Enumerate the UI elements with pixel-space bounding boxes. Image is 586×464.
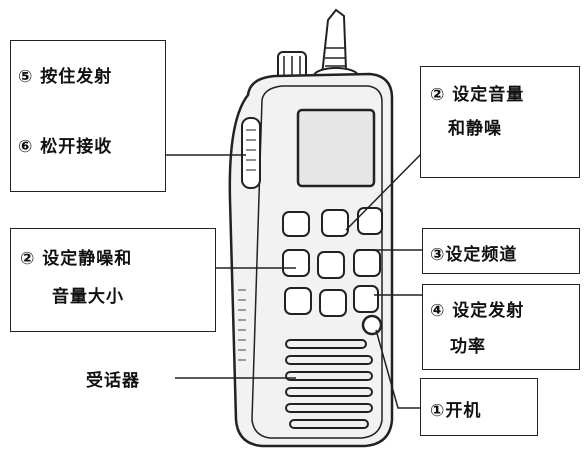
- antenna: [313, 8, 359, 85]
- callout-tx-power: [422, 284, 580, 370]
- callout-squelch-volume-left: [10, 228, 216, 332]
- label-receiver: 受话器: [86, 371, 140, 391]
- label-set-volume-squelch: ② 设定音量: [430, 85, 525, 105]
- leader-lines: [166, 144, 431, 409]
- speaker-grill: [285, 339, 373, 429]
- label-set-tx-power-2: 功率: [450, 337, 486, 357]
- label-set-tx-power: ④ 设定发射: [430, 301, 525, 321]
- ptt-button: [241, 117, 261, 189]
- side-grill: [238, 289, 246, 361]
- callout-ptt: [10, 40, 166, 192]
- power-button: [361, 314, 383, 336]
- keypad: [282, 207, 383, 317]
- label-power-on: ①开机: [430, 401, 482, 421]
- callout-volume-squelch-right: [420, 66, 580, 178]
- label-set-squelch-volume-2: 音量大小: [52, 287, 124, 307]
- lcd-screen: [296, 108, 376, 188]
- callout-channel: [422, 228, 580, 274]
- label-set-volume-squelch-2: 和静噪: [448, 119, 502, 139]
- volume-knob: [277, 51, 307, 81]
- label-set-squelch-volume: ② 设定静噪和: [20, 249, 133, 269]
- label-press-transmit: ⑤ 按住发射: [18, 67, 113, 87]
- callout-power-on: [420, 378, 538, 436]
- label-set-channel: ③设定频道: [430, 245, 518, 265]
- label-release-receive: ⑥ 松开接收: [18, 137, 113, 157]
